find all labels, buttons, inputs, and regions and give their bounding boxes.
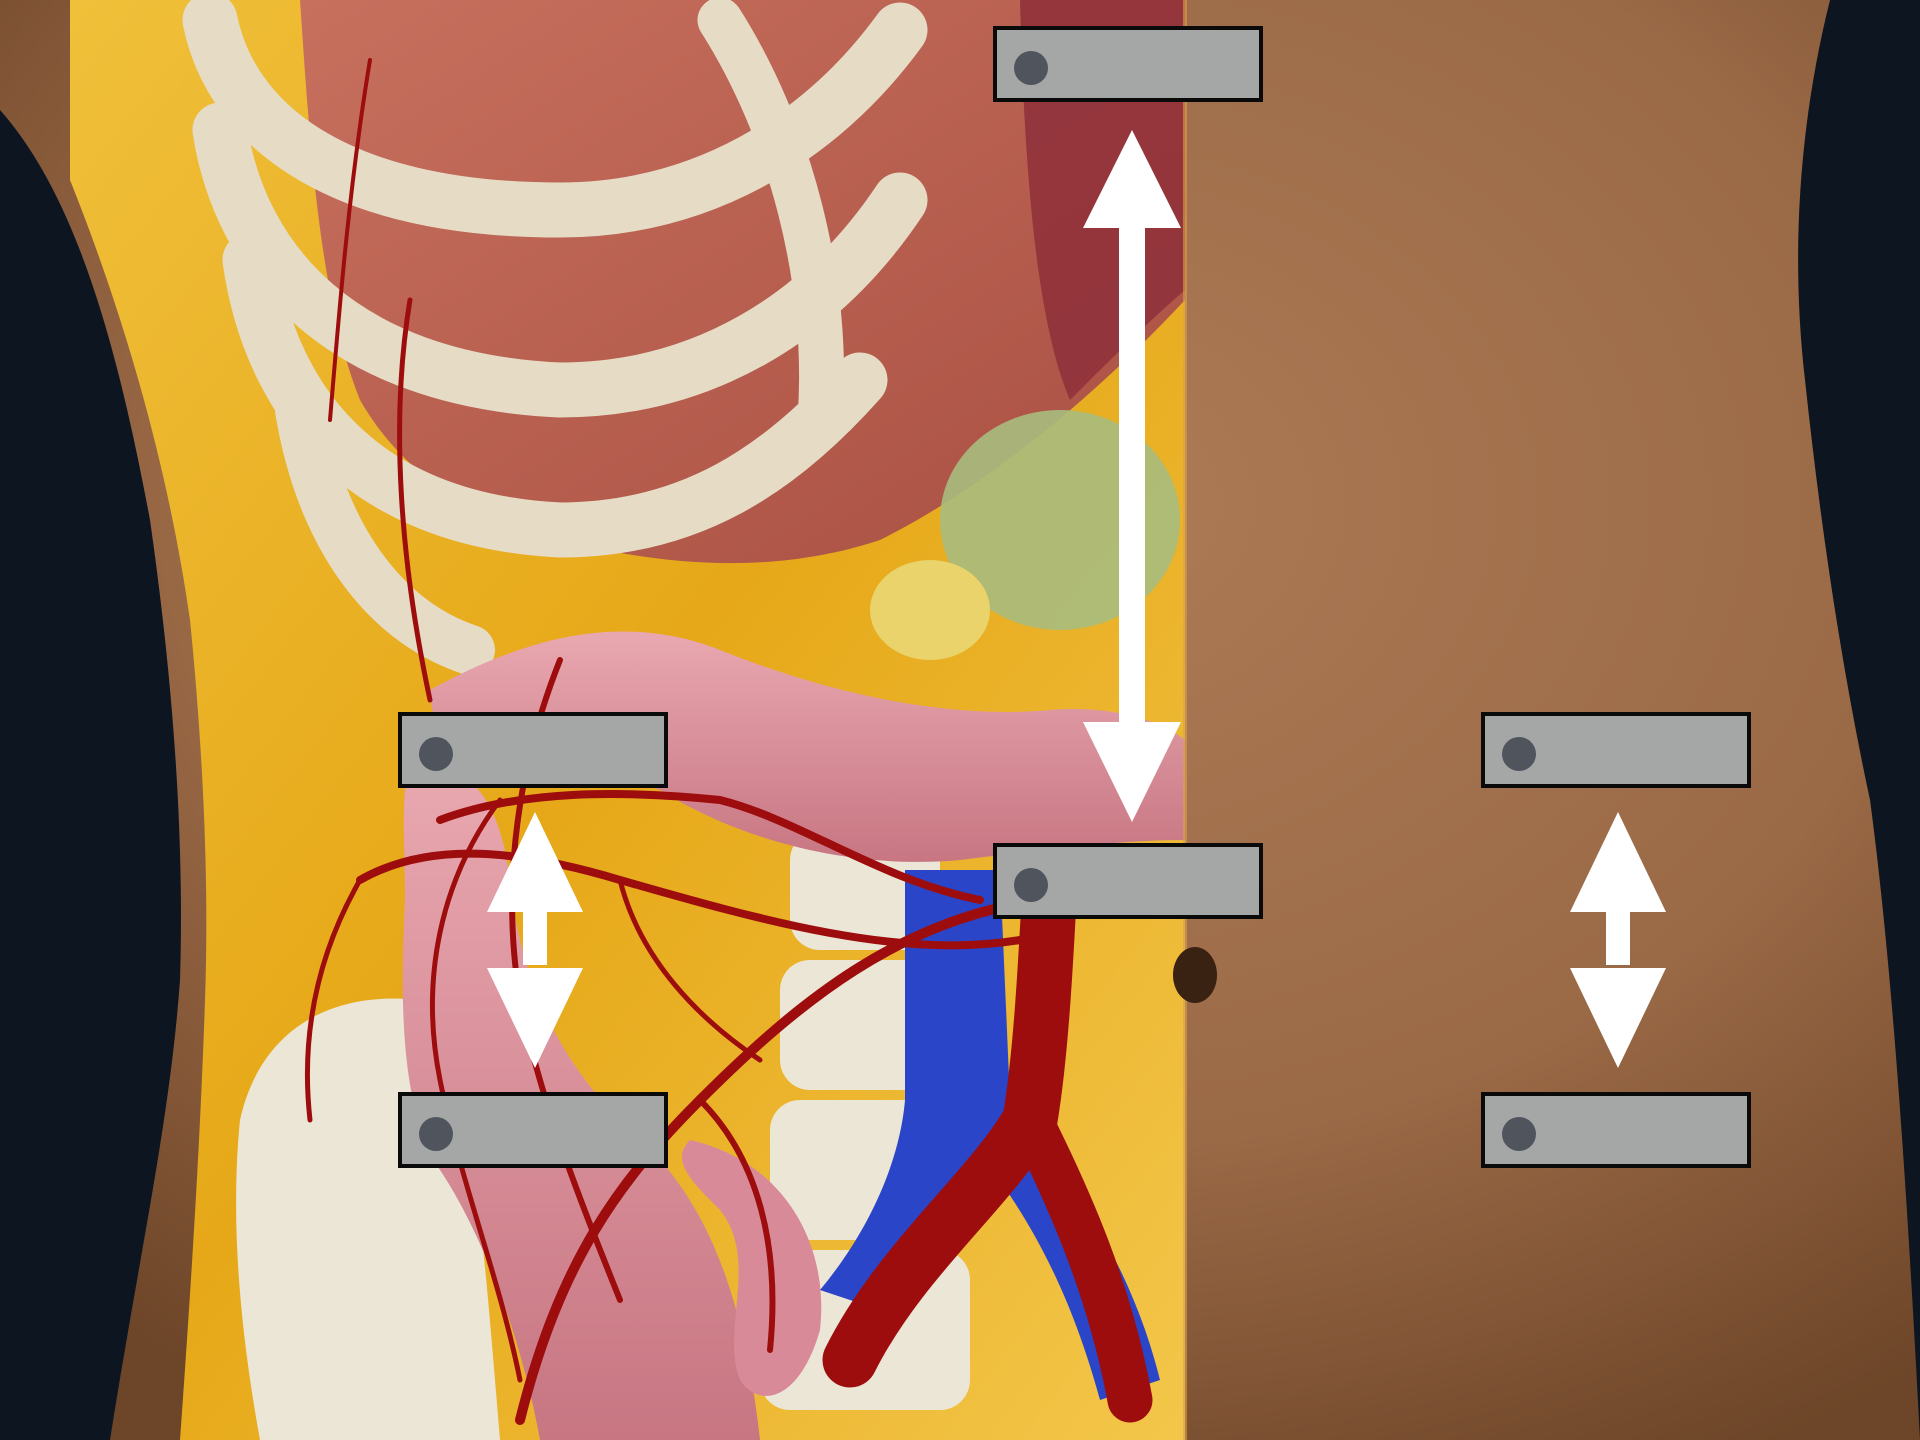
label-dot-icon bbox=[419, 1117, 453, 1151]
label-box-mid-center[interactable] bbox=[993, 843, 1263, 919]
label-box-mid-right[interactable] bbox=[1481, 712, 1751, 788]
label-dot-icon bbox=[1502, 1117, 1536, 1151]
label-text bbox=[1061, 30, 1249, 98]
label-dot-icon bbox=[1014, 868, 1048, 902]
label-box-top-center[interactable] bbox=[993, 26, 1263, 102]
label-dot-icon bbox=[1014, 51, 1048, 85]
label-box-mid-left[interactable] bbox=[398, 712, 668, 788]
label-dot-icon bbox=[1502, 737, 1536, 771]
fat-deposit bbox=[870, 560, 990, 660]
label-text bbox=[1061, 847, 1249, 915]
label-box-bottom-left[interactable] bbox=[398, 1092, 668, 1168]
umbilicus bbox=[1173, 947, 1217, 1003]
label-text bbox=[1549, 1096, 1737, 1164]
label-text bbox=[466, 716, 654, 784]
label-dot-icon bbox=[419, 737, 453, 771]
label-box-bottom-right[interactable] bbox=[1481, 1092, 1751, 1168]
label-text bbox=[466, 1096, 654, 1164]
label-text bbox=[1549, 716, 1737, 784]
